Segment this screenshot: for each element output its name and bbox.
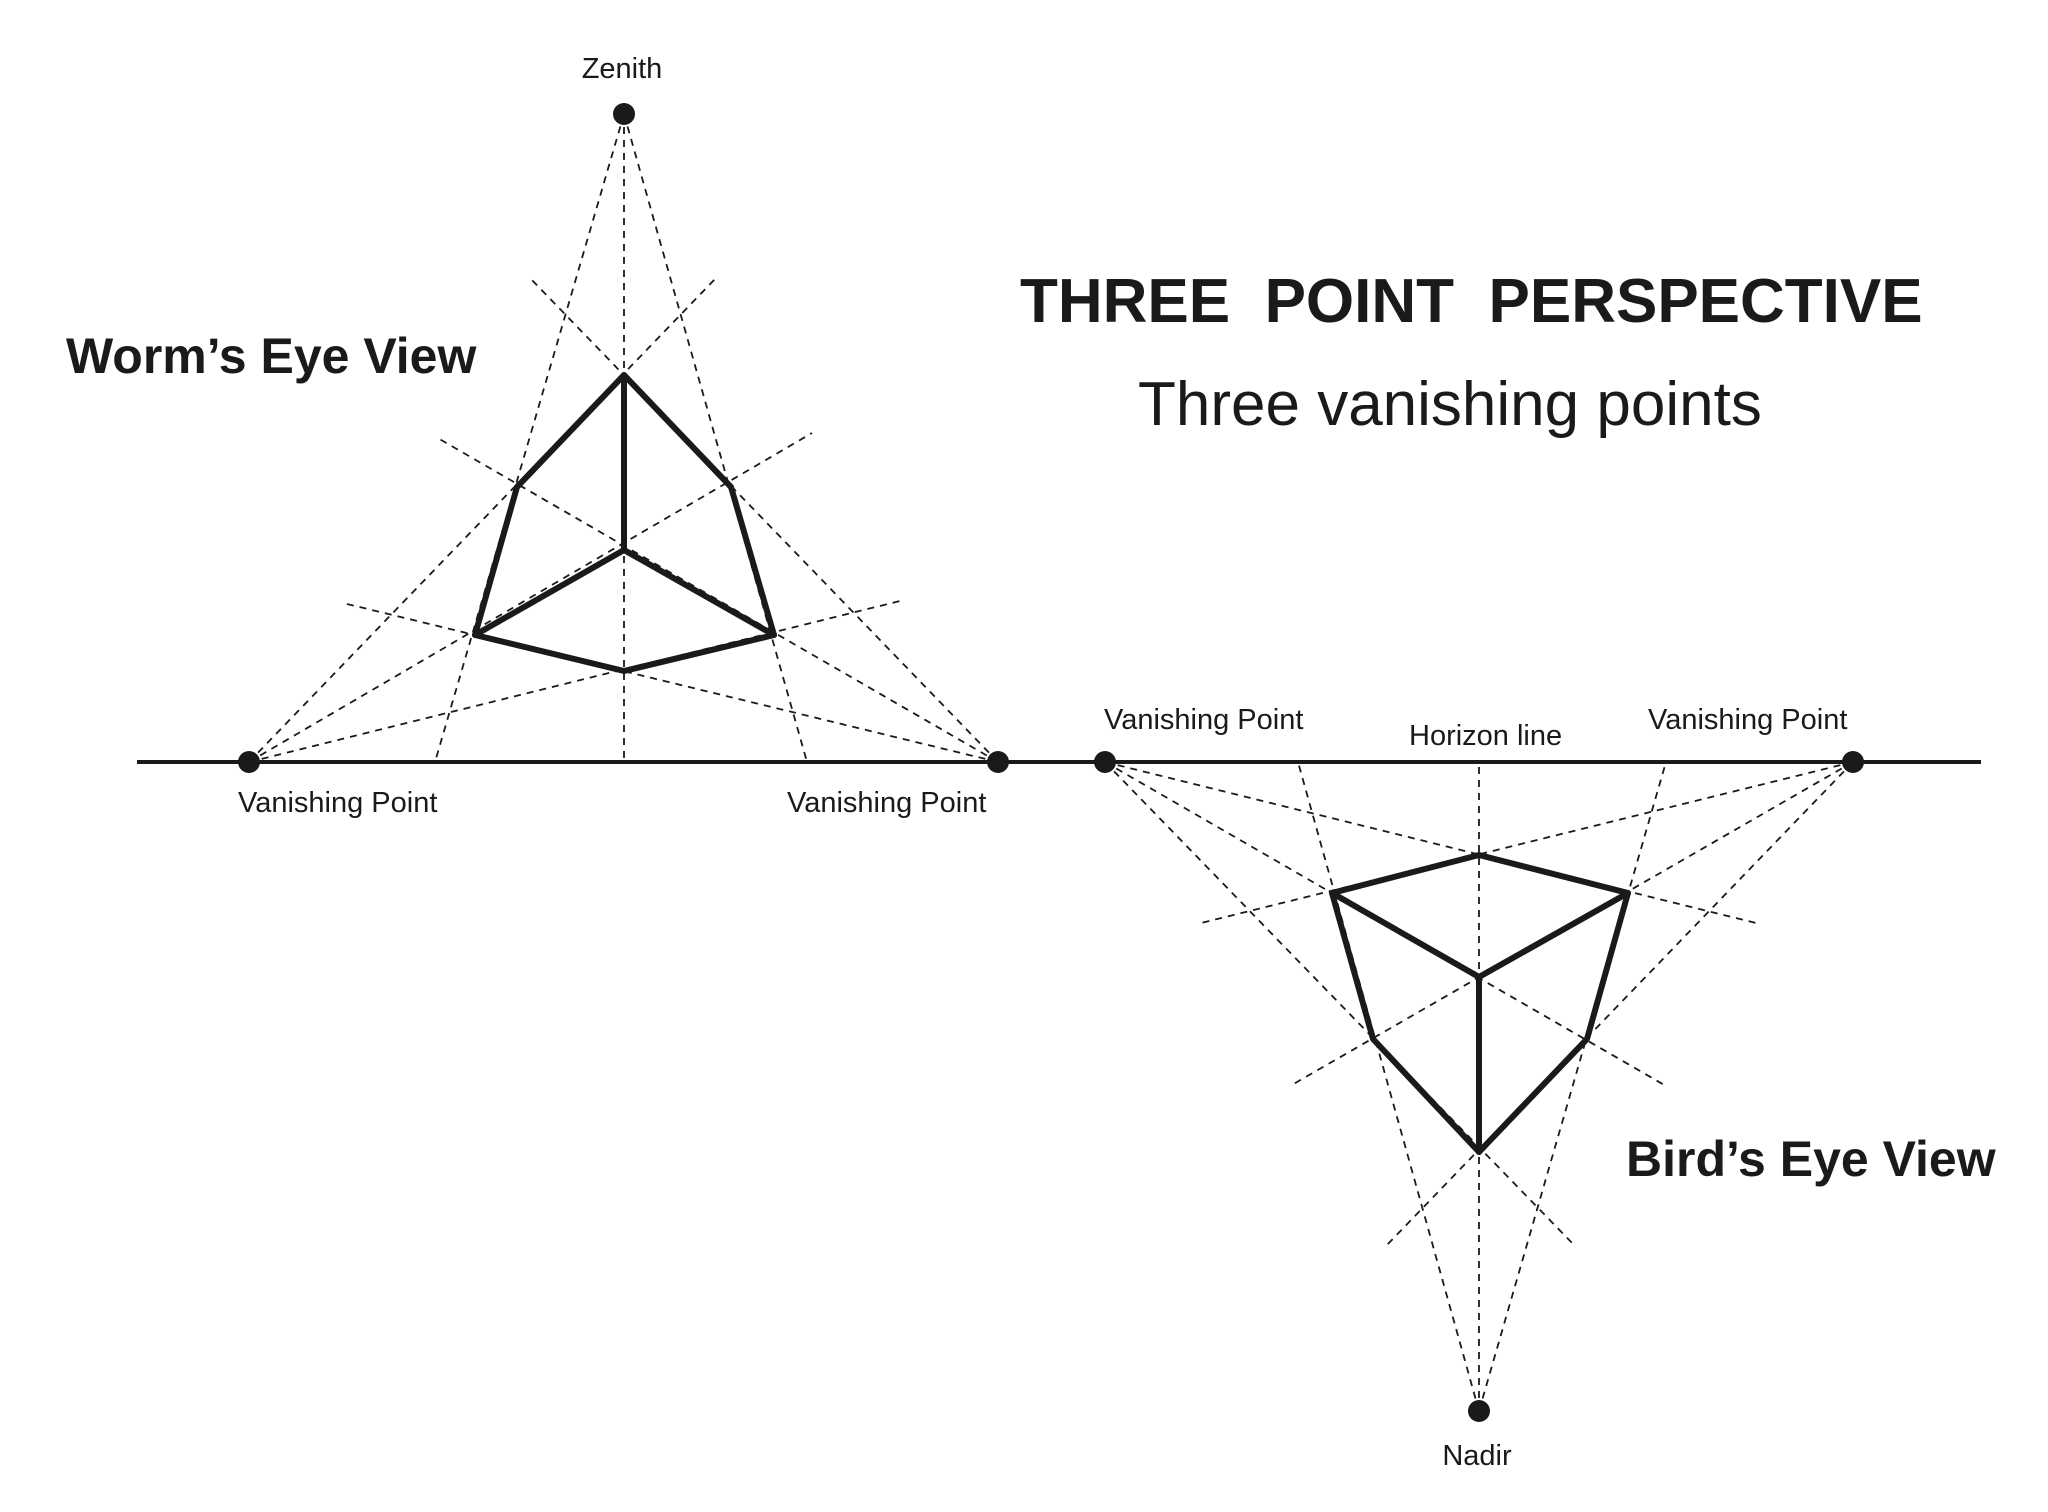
birds-eye-guides <box>1104 761 1854 1412</box>
birds-eye-left-vanishing-point <box>1094 751 1116 773</box>
guide-line <box>1104 761 1667 1087</box>
birds-eye-right-vp-label: Vanishing Point <box>1648 704 1847 736</box>
nadir-label: Nadir <box>1442 1440 1512 1472</box>
cube-edge <box>621 547 777 638</box>
guide-line <box>1104 761 1761 925</box>
cube-edge <box>1476 890 1631 980</box>
worms-eye-left-vp-label: Vanishing Point <box>238 787 437 819</box>
worms-eye-right-vp-label: Vanishing Point <box>787 787 986 819</box>
cube-edge <box>472 547 627 638</box>
guide-line <box>248 599 905 763</box>
birds-eye-cube <box>1329 852 1631 1155</box>
cube-edge <box>1329 890 1482 980</box>
guide-line <box>623 113 808 763</box>
guide-line <box>248 277 717 763</box>
birds-eye-left-vp-label: Vanishing Point <box>1104 704 1303 736</box>
guide-line <box>1289 761 1854 1087</box>
guide-line <box>529 277 999 763</box>
guide-line <box>1385 761 1854 1247</box>
guide-line <box>1478 761 1667 1412</box>
guide-line <box>1104 761 1576 1247</box>
nadir-point <box>1468 1400 1490 1422</box>
zenith-point <box>613 103 635 125</box>
guide-line <box>434 113 625 763</box>
worms-eye-cube <box>472 372 777 674</box>
worms-eye-right-vanishing-point <box>987 751 1009 773</box>
guide-line <box>248 432 813 763</box>
guide-line <box>342 602 999 763</box>
worms-eye-left-vanishing-point <box>238 751 260 773</box>
birds-eye-view-label: Bird’s Eye View <box>1626 1131 1996 1187</box>
zenith-label: Zenith <box>582 53 663 85</box>
worms-eye-guides <box>248 113 999 763</box>
page-subtitle: Three vanishing points <box>1138 370 1762 439</box>
guide-line <box>1196 761 1854 925</box>
horizon-line-label: Horizon line <box>1409 720 1562 752</box>
worms-eye-view-label: Worm’s Eye View <box>66 328 476 384</box>
birds-eye-right-vanishing-point <box>1842 751 1864 773</box>
guide-line <box>435 436 999 763</box>
page-title: THREE POINT PERSPECTIVE <box>1020 267 1923 336</box>
worms-eye-cube-outline <box>472 372 777 674</box>
guide-line <box>1297 761 1480 1412</box>
